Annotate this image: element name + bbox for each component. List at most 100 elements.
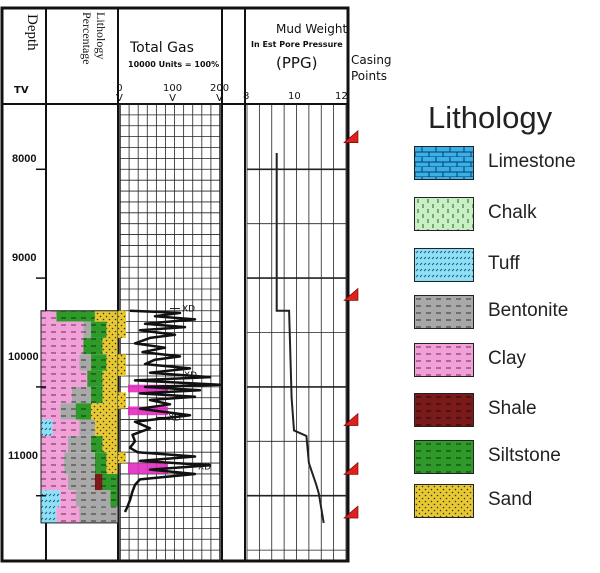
mud-tick-8: 8 [243, 91, 250, 102]
lithology-band [67, 435, 92, 453]
lithology-band [91, 435, 103, 453]
casing-point-marker [343, 129, 359, 143]
gas-grid [119, 103, 221, 561]
legend-label: Siltstone [488, 445, 561, 466]
lithology-band [41, 473, 68, 491]
lithology-band [94, 452, 107, 474]
lithology-outline [40, 310, 119, 524]
lithology-band [83, 337, 103, 355]
lithology-band [94, 310, 118, 322]
lithology-band [102, 435, 118, 453]
lithology-band [71, 386, 92, 404]
legend-item-bentonite: Bentonite [414, 295, 600, 331]
lithology-band [110, 490, 118, 507]
lithology-band [83, 321, 92, 338]
lithology-band [102, 386, 118, 404]
legend-swatch-limestone [414, 146, 474, 180]
mud-weight-subheader: In Est Pore Pressure [251, 40, 343, 49]
depth-label-9000: 9000 [12, 252, 37, 264]
casing-point-marker [343, 287, 359, 301]
lithology-band [41, 452, 65, 474]
legend-item-shale: Shale [414, 393, 600, 429]
legend-swatch-sand [414, 484, 474, 518]
lithology-band [91, 386, 103, 404]
gas-column-sand [118, 354, 126, 377]
legend-label: Limestone [488, 151, 576, 172]
legend-label: Sand [488, 489, 533, 510]
lithology-band [91, 354, 107, 371]
gas-marker-xd: XD [184, 371, 197, 381]
lithology-band [87, 370, 103, 387]
lithology-band [91, 321, 107, 338]
legend-swatch-tuff [414, 248, 474, 282]
total-gas-header: Total Gas [130, 40, 194, 56]
lithology-band [67, 473, 95, 491]
legend-title: Lithology [428, 100, 553, 135]
legend-swatch-siltstone [414, 440, 474, 474]
gas-marker-xd: XD [182, 305, 195, 315]
gas-marker-xd: XD [168, 413, 181, 423]
lithology-band [102, 337, 118, 355]
lithology-band [41, 506, 57, 523]
lithology-band [41, 354, 80, 371]
lithology-band [75, 490, 111, 507]
lithology-band [41, 386, 72, 404]
depth-ticks [36, 168, 46, 497]
gas-marker-xd: XD [198, 462, 211, 472]
gas-column-sand [118, 452, 126, 464]
legend-item-chalk: Chalk [414, 197, 600, 233]
legend-label: Shale [488, 398, 537, 419]
tv-label: TV [14, 85, 29, 96]
gas-column-sand [118, 392, 126, 409]
legend-swatch-clay [414, 343, 474, 377]
casing-point-marker [343, 505, 359, 519]
mud-weight-header: Mud Weight [276, 22, 348, 36]
legend-item-tuff: Tuff [414, 248, 600, 284]
casing-points-header: Casing Points [351, 53, 392, 83]
casing-point-marker [343, 461, 359, 475]
lithology-band [79, 354, 92, 371]
lithology-percentage-header: Lithology Percentage [80, 12, 108, 65]
lithology-band [91, 403, 118, 420]
legend-swatch-bentonite [414, 295, 474, 329]
lithology-band [41, 403, 61, 420]
log-frame [0, 6, 350, 563]
lithology-band [60, 490, 76, 507]
legend-label: Tuff [488, 253, 520, 274]
lithology-band [106, 321, 118, 338]
depth-label-10000: 10000 [8, 351, 39, 363]
lithology-band [56, 310, 95, 322]
lithology-band [75, 403, 92, 420]
legend-item-sand: Sand [414, 484, 600, 520]
mud-tick-12: 12 [335, 91, 348, 102]
mud-grid [246, 104, 347, 561]
mud-weight-curve [275, 153, 325, 524]
lithology-band [106, 354, 118, 371]
depth-label-8000: 8000 [12, 153, 37, 165]
lithology-band [41, 310, 57, 322]
legend-item-clay: Clay [414, 343, 600, 379]
gas-marker-labels: XD XD XD XD [156, 305, 211, 472]
lithology-band [41, 490, 61, 507]
lithology-band [64, 452, 95, 474]
lithology-band [94, 473, 103, 491]
lithology-band [41, 419, 53, 436]
lithology-band [56, 506, 80, 523]
legend-label: Clay [488, 348, 527, 369]
depth-header: Depth [24, 14, 40, 51]
lithology-band [60, 403, 76, 420]
lithology-band [41, 337, 84, 355]
legend-swatch-chalk [414, 197, 474, 231]
depth-label-11000: 11000 [8, 450, 38, 462]
gas-show-fill [128, 463, 168, 474]
total-gas-units: 10000 Units = 100% [128, 60, 220, 69]
mud-tick-10: 10 [288, 91, 301, 102]
lithology-band [102, 473, 118, 491]
casing-markers [343, 129, 359, 519]
gas-show-fill [128, 384, 168, 393]
casing-point-marker [343, 412, 359, 426]
